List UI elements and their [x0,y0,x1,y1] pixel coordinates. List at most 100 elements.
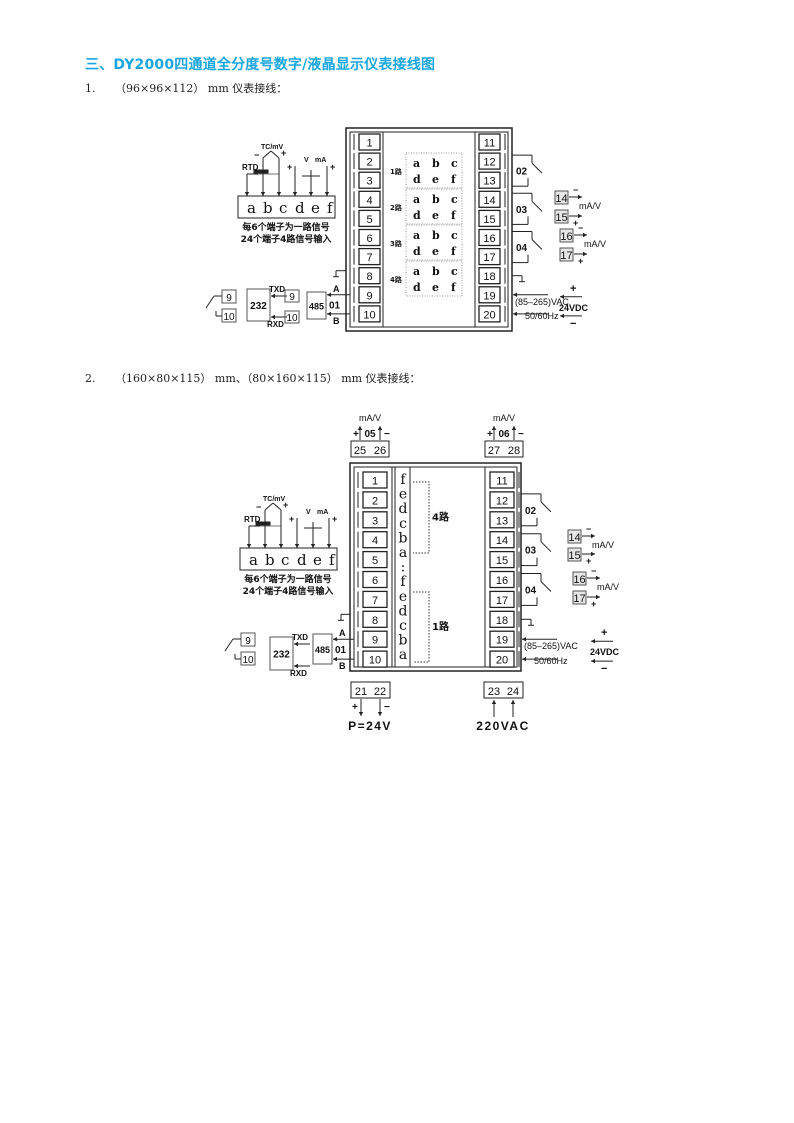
terminal-2: 2 [372,495,378,507]
arrow-head-icon [326,544,332,548]
meter-1-inner-frame [349,131,509,328]
terminal-18: 18 [496,615,508,627]
terminal-12-box [478,152,501,170]
arrow-head-icon [578,194,582,200]
output-06-minus: − [518,429,524,440]
relay-switch-icon [531,200,543,212]
analog-terminal-16: 16 [560,231,572,243]
rtd-label: RTD [242,163,259,172]
arrow-head-icon [260,192,266,196]
terminal-8-box [358,267,381,285]
terminal-1-box [358,133,381,151]
arrow-head-icon [333,637,337,642]
terminal-15: 15 [496,555,508,567]
channel-letter-d: d [413,245,421,258]
ma-label: mA [317,509,328,516]
output-06-terminal-box [484,440,524,458]
channel-letter-b: b [432,229,440,242]
terminal-5: 5 [372,555,378,567]
analog-plus: + [578,256,583,266]
channel-1-bracket [413,591,430,663]
arrow-head-icon [271,314,275,320]
relay-terminal-10: 10 [223,312,235,323]
channel-letter-e: e [432,209,439,222]
section-1-text: （96×96×112） mm 仪表接线： [115,82,288,95]
terminal-10: 10 [363,309,375,321]
analog-terminal-15-box [567,547,582,562]
power-freq-label: 50/60Hz [534,656,568,666]
rs485-a-label: A [339,628,346,638]
analog-terminal-17: 17 [573,593,585,605]
terminal-12: 12 [496,495,508,507]
rxd-terminal-10-box [284,310,300,324]
arrow-head-icon [377,712,383,716]
arrow-head-icon [357,426,363,430]
wire [262,150,272,159]
analog-unit: mA/V [584,239,606,249]
section-1-title: 1.（96×96×112） mm 仪表接线： [85,80,287,96]
terminal-18-box [489,610,515,628]
analog-minus: − [586,524,591,534]
strip-letter: a [399,647,407,663]
wire [264,502,274,511]
power-dc-label: 24VDC [590,647,620,657]
section-2-number: 2. [85,372,96,385]
analog-unit: mA/V [597,582,619,592]
channel-letter-a: a [413,193,420,206]
channel-group-box [405,260,463,297]
wire [270,150,280,159]
terminal-2: 2 [366,157,372,169]
arrow-head-icon [377,426,383,430]
tc-plus: + [281,148,286,158]
relay-output-02: 02 [516,167,528,178]
channel-letter-f: f [451,281,457,294]
terminal-19-box [478,286,501,304]
terminal-11-box [478,133,501,151]
dc-plus: + [570,283,576,295]
channel-4-label: 4路 [432,511,450,524]
arrow-head-icon [294,544,300,548]
output-05-terminal-26: 26 [374,445,386,457]
rs485-b-label: B [339,661,346,671]
v-plus: + [287,162,292,172]
section-2-title: 2.（160×80×115） mm、（80×160×115） mm 仪表接线： [85,370,421,386]
meter-2-inner-frame [353,466,518,668]
arrow-head-icon [596,575,600,581]
terminal-7: 7 [366,252,372,264]
terminal-16-box [478,228,501,247]
signal-caption-1: 每6个端子为一路信号 [244,573,331,585]
arrow-head-icon [358,712,364,716]
terminal-7: 7 [372,595,378,607]
aux-power-label: P=24V [348,719,392,733]
rs485-label: 485 [315,645,330,655]
channel-letter-b: b [432,157,440,170]
txd-terminal-9-box [284,289,300,303]
terminal-10: 10 [369,655,381,667]
terminal-6: 6 [372,575,378,587]
analog-terminal-16-box [559,228,574,243]
arrow-head-icon [271,293,275,299]
signal-letter-box [239,547,338,571]
signal-caption-1: 每6个端子为一路信号 [242,221,329,233]
channel-letter-c: c [451,265,458,278]
channel-letter-a: a [413,229,420,242]
output-05-unit: mA/V [359,413,381,423]
rs232-label: 232 [250,301,267,312]
terminal-16: 16 [483,233,495,245]
relay-switch-icon [224,638,234,652]
terminal-4: 4 [366,195,372,207]
analog-terminal-14: 14 [568,532,580,544]
terminal-2-box [362,491,388,509]
rs485-address: 01 [335,645,347,656]
terminal-20-box [478,305,501,323]
terminal-19: 19 [496,635,508,647]
analog-terminal-15-box [554,209,569,224]
relay-output-02: 02 [525,506,537,517]
channel-letter-b: b [432,193,440,206]
signal-letter-d: d [297,551,307,569]
arrow-head-icon [583,251,587,257]
relay-output-04: 04 [516,243,528,254]
rs485-label: 485 [309,302,324,312]
terminal-5-box [362,550,388,569]
